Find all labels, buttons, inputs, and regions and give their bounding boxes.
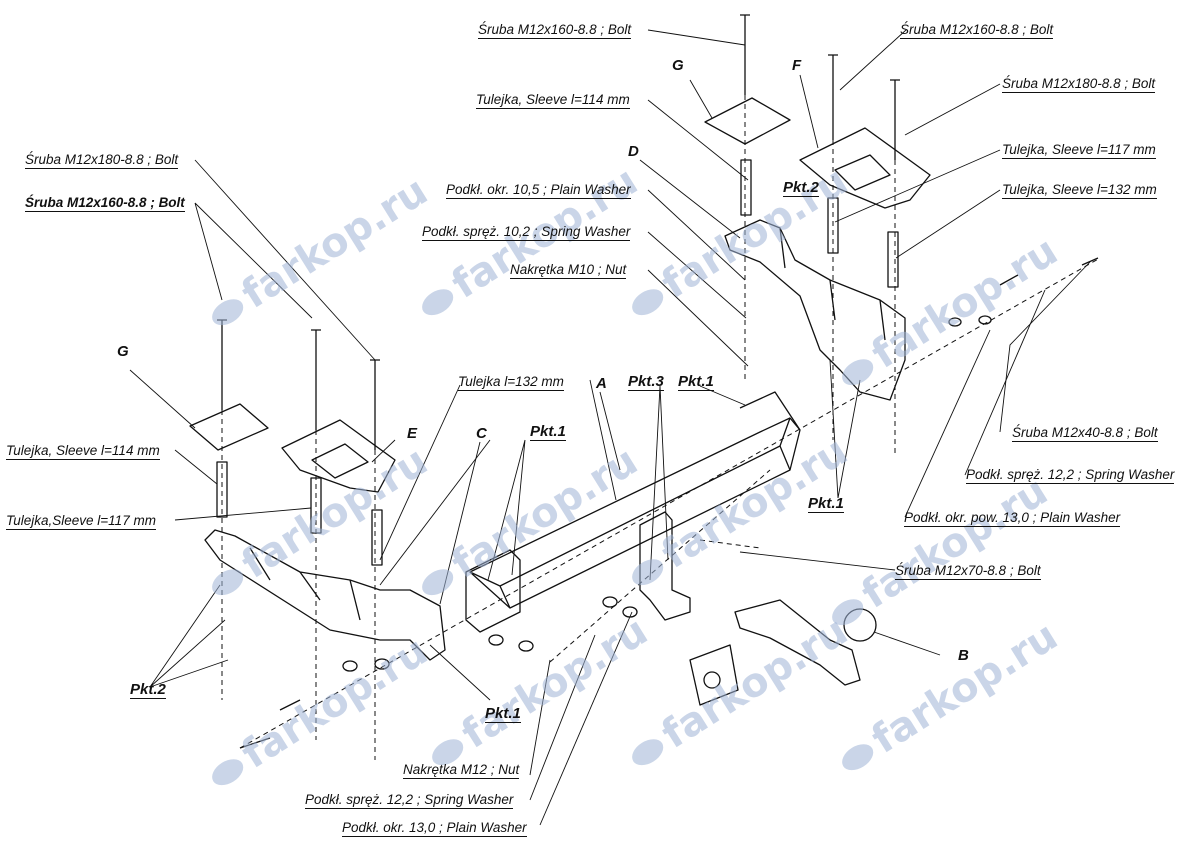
label-plain-washer-13-right: Podkł. okr. pow. 13,0 ; Plain Washer [904,510,1121,527]
label-bolt-m12x70: Śruba M12x70-8.8 ; Bolt [895,563,1041,580]
tag-pkt2-top: Pkt.2 [783,179,819,197]
label-bolt-top-right2: Śruba M12x180-8.8 ; Bolt [1002,76,1156,93]
tag-pkt1-bottom: Pkt.1 [485,705,521,723]
label-sleeve-117-right: Tulejka, Sleeve l=117 mm [1002,142,1156,159]
plate-e [281,419,396,493]
label-spring-washer-122-bottom: Podkł. spręż. 12,2 ; Spring Washer [305,792,514,809]
label-bolt-top-right1: Śruba M12x160-8.8 ; Bolt [900,22,1054,39]
tow-ball [843,608,877,642]
plate-g-top [704,97,791,145]
tag-pkt1-right: Pkt.1 [808,495,844,513]
label-plain-washer-105: Podkł. okr. 10,5 ; Plain Washer [446,182,631,199]
label-bolt-left-180: Śruba M12x180-8.8 ; Bolt [25,152,179,169]
label-spring-washer-102: Podkł. spręż. 10,2 ; Spring Washer [422,224,631,241]
tag-c: C [476,425,487,442]
tag-pkt3: Pkt.3 [628,373,664,391]
tag-e: E [407,425,418,442]
tag-pkt1-center: Pkt.1 [530,423,566,441]
label-sleeve-132-center: Tulejka l=132 mm [458,374,564,391]
tow-ball-neck [734,599,861,686]
plate-g-left [189,403,269,451]
tag-f: F [792,57,802,74]
tag-b: B [958,647,969,664]
label-sleeve-117-left: Tulejka,Sleeve l=117 mm [6,513,156,530]
label-sleeve-114-top: Tulejka, Sleeve l=114 mm [476,92,630,109]
socket-plate [689,644,739,706]
tag-g-left: G [117,343,129,360]
label-plain-washer-13-bottom: Podkł. okr. 13,0 ; Plain Washer [342,820,527,837]
tag-pkt1-top: Pkt.1 [678,373,714,391]
left-bracket [204,529,446,661]
plate-f [799,127,931,209]
tag-pkt2-left: Pkt.2 [130,681,166,699]
label-bolt-top-center: Śruba M12x160-8.8 ; Bolt [478,22,632,39]
tag-d: D [628,143,639,160]
label-nut-m12: Nakrętka M12 ; Nut [403,762,520,779]
tag-a: A [596,375,607,392]
tag-g-top: G [672,57,684,74]
label-bolt-left-160: Śruba M12x160-8.8 ; Bolt [25,195,185,212]
center-bracket [639,511,691,621]
left-end-plate [465,549,521,633]
label-sleeve-114-left: Tulejka, Sleeve l=114 mm [6,443,160,460]
label-bolt-m12x40: Śruba M12x40-8.8 ; Bolt [1012,425,1158,442]
label-spring-washer-122-right: Podkł. spręż. 12,2 ; Spring Washer [966,467,1175,484]
label-nut-m10: Nakrętka M10 ; Nut [510,262,627,279]
right-bracket [724,219,906,401]
label-sleeve-132-right: Tulejka, Sleeve l=132 mm [1002,182,1157,199]
